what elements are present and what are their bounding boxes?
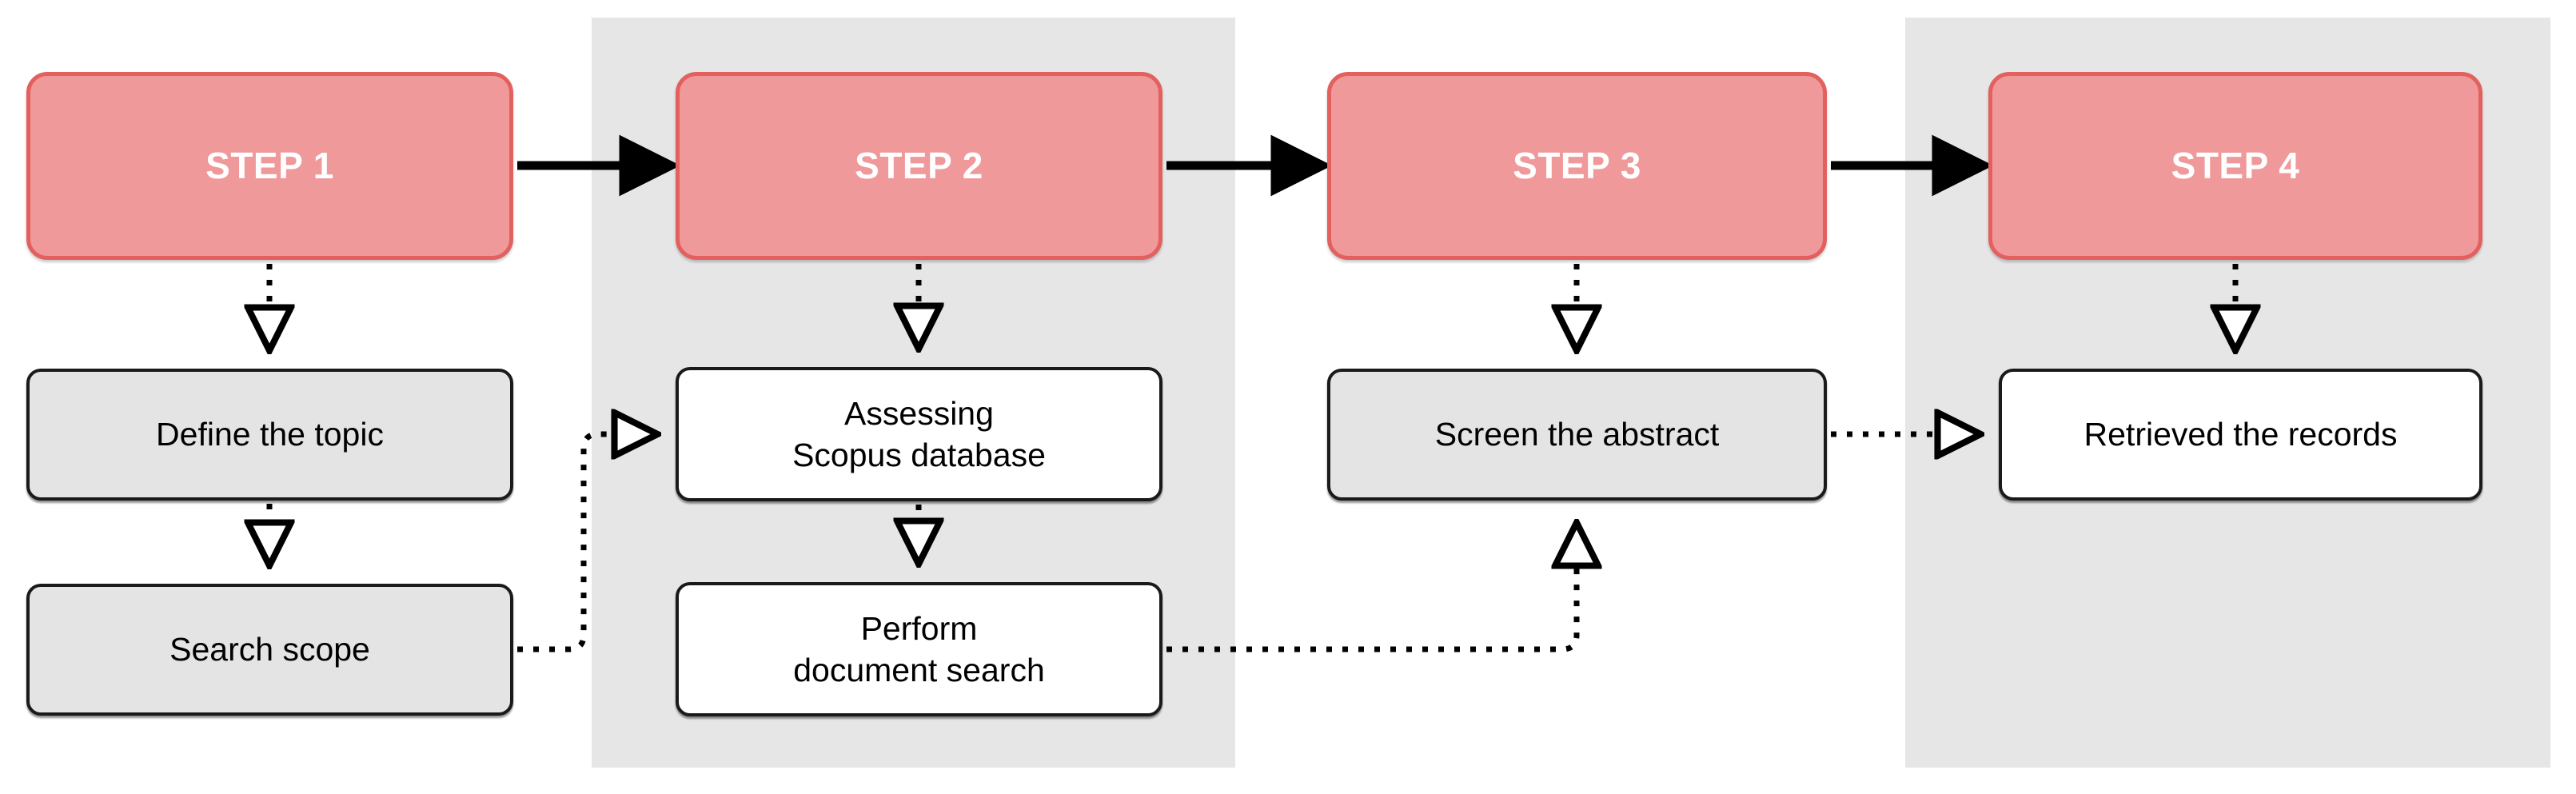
connector-search-scope-to-assessing-scopus xyxy=(517,434,654,652)
step-node-step-1[interactable]: STEP 1 xyxy=(26,72,513,260)
task-node-retrieved-the-records[interactable]: Retrieved the records xyxy=(1999,369,2482,501)
step-node-label: STEP 4 xyxy=(2171,145,2300,187)
task-node-label: Define the topic xyxy=(156,416,384,453)
step-node-step-2[interactable]: STEP 2 xyxy=(676,72,1162,260)
step-node-step-3[interactable]: STEP 3 xyxy=(1327,72,1827,260)
step-node-label: STEP 3 xyxy=(1513,145,1641,187)
task-node-label: Screen the abstract xyxy=(1434,416,1720,453)
task-node-label: Assessing Scopus database xyxy=(792,394,1046,473)
step-node-label: STEP 2 xyxy=(855,145,983,187)
task-node-label: Retrieved the records xyxy=(2084,416,2398,453)
step-node-label: STEP 1 xyxy=(205,145,334,187)
task-node-screen-the-abstract[interactable]: Screen the abstract xyxy=(1327,369,1827,501)
step-node-step-4[interactable]: STEP 4 xyxy=(1988,72,2482,260)
task-node-search-scope[interactable]: Search scope xyxy=(26,584,513,716)
task-node-define-the-topic[interactable]: Define the topic xyxy=(26,369,513,501)
task-node-label: Search scope xyxy=(169,631,370,668)
task-node-label: Perform document search xyxy=(793,609,1045,688)
task-node-perform-document-search[interactable]: Perform document search xyxy=(676,582,1162,716)
connector-perform-document-search-to-screen-the-abstract xyxy=(1166,526,1577,652)
task-node-assessing-scopus[interactable]: Assessing Scopus database xyxy=(676,367,1162,501)
